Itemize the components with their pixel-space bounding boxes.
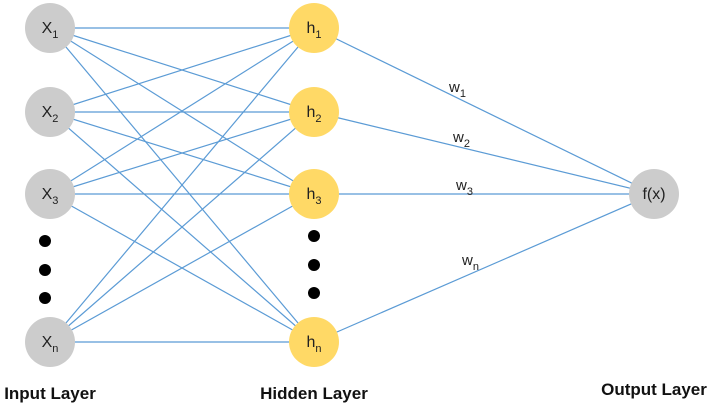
output-node: f(x) bbox=[629, 169, 679, 219]
edge-input-3-hidden-2 bbox=[49, 111, 315, 195]
input-node-1: X1 bbox=[25, 3, 75, 53]
ellipsis-dot bbox=[39, 292, 51, 304]
edge-input-4-hidden-1 bbox=[49, 27, 315, 343]
hidden-node-2-circle bbox=[289, 87, 339, 137]
hidden-node-3-circle bbox=[289, 169, 339, 219]
output-node-label: f(x) bbox=[642, 186, 665, 203]
hidden-node-1: h1 bbox=[289, 3, 339, 53]
input-node-3-circle bbox=[25, 169, 75, 219]
hidden-node-3: h3 bbox=[289, 169, 339, 219]
output-layer-label: Output Layer bbox=[601, 380, 707, 399]
edge-hidden-1-output bbox=[313, 27, 655, 195]
hidden-node-4: hn bbox=[289, 317, 339, 367]
output-node-circle bbox=[629, 169, 679, 219]
ellipsis-dot bbox=[308, 287, 320, 299]
ellipsis-dot bbox=[39, 235, 51, 247]
hidden-node-4-circle bbox=[289, 317, 339, 367]
input-layer-label: Input Layer bbox=[4, 384, 96, 403]
weight-label-4: wn bbox=[461, 252, 479, 273]
hidden-node-2: h2 bbox=[289, 87, 339, 137]
connection-edges bbox=[49, 27, 655, 343]
input-node-2: X2 bbox=[25, 87, 75, 137]
edge-hidden-2-output bbox=[313, 111, 655, 195]
edge-input-3-hidden-1 bbox=[49, 27, 315, 195]
input-node-1-circle bbox=[25, 3, 75, 53]
edge-input-4-hidden-3 bbox=[49, 193, 315, 343]
ellipsis-dot bbox=[308, 259, 320, 271]
edge-hidden-4-output bbox=[313, 193, 655, 343]
weight-label-1: w1 bbox=[448, 79, 466, 100]
input-node-4: Xn bbox=[25, 317, 75, 367]
ellipsis-dot bbox=[308, 230, 320, 242]
ellipsis-dot bbox=[39, 264, 51, 276]
input-node-4-circle bbox=[25, 317, 75, 367]
ellipsis-dots bbox=[39, 230, 320, 304]
input-node-2-circle bbox=[25, 87, 75, 137]
edge-input-2-hidden-1 bbox=[49, 27, 315, 113]
hidden-node-1-circle bbox=[289, 3, 339, 53]
hidden-layer-label: Hidden Layer bbox=[260, 384, 368, 403]
weight-label-3: w3 bbox=[455, 177, 473, 198]
input-node-3: X3 bbox=[25, 169, 75, 219]
edge-input-4-hidden-2 bbox=[49, 111, 315, 343]
